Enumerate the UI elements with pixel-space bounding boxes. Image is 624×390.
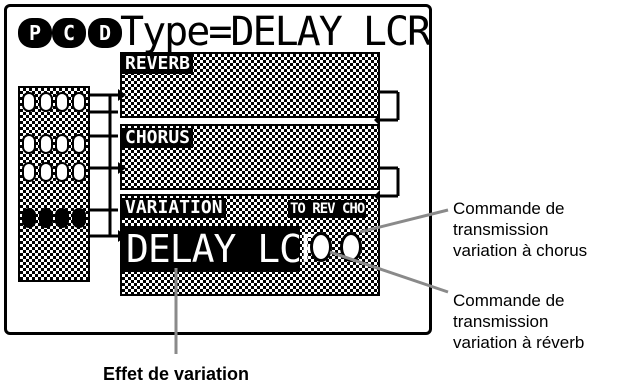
knob-icon[interactable] xyxy=(71,162,86,182)
knob-icon[interactable] xyxy=(71,92,86,112)
part-knob-panel xyxy=(18,86,90,282)
type-title: Type=DELAY LCR xyxy=(120,9,431,55)
knob-icon[interactable] xyxy=(55,162,70,182)
variation-type-value[interactable]: DELAY LCR xyxy=(122,226,324,272)
send-label: TO REV CHO xyxy=(288,200,367,218)
knob-icon[interactable] xyxy=(22,162,36,182)
callout-send-to-chorus: Commande de transmission variation à cho… xyxy=(453,198,587,261)
callout-line: Commande de xyxy=(453,199,565,218)
chorus-label: CHORUS xyxy=(122,128,194,148)
knob-icon[interactable] xyxy=(38,92,53,112)
knob-icon[interactable] xyxy=(22,92,36,112)
callout-line: variation à chorus xyxy=(453,241,588,260)
knob-icon[interactable] xyxy=(55,208,70,228)
knob-icon[interactable] xyxy=(38,134,53,154)
callout-variation-effect: Effet de variation xyxy=(102,364,250,384)
knob-icon[interactable] xyxy=(71,208,86,228)
send-to-reverb-knob[interactable] xyxy=(310,232,332,262)
callout-line: transmission xyxy=(453,220,549,239)
channel-icon[interactable]: C xyxy=(52,18,86,48)
knob-icon[interactable] xyxy=(55,92,70,112)
variation-label: VARIATION xyxy=(122,198,226,218)
callout-line: Commande de xyxy=(453,291,565,310)
knob-icon[interactable] xyxy=(55,134,70,154)
knob-icon[interactable] xyxy=(22,134,36,154)
knob-icon[interactable] xyxy=(71,134,86,154)
drum-icon[interactable]: D xyxy=(88,18,122,48)
reverb-label: REVERB xyxy=(122,54,194,74)
knob-icon[interactable] xyxy=(38,162,53,182)
knob-icon[interactable] xyxy=(38,208,53,228)
part-icon[interactable]: P xyxy=(18,18,52,48)
knob-row xyxy=(22,162,86,186)
callout-line: variation à réverb xyxy=(453,333,585,352)
knob-row xyxy=(22,134,86,158)
knob-row xyxy=(22,92,86,116)
knob-icon[interactable] xyxy=(22,208,36,228)
knob-row xyxy=(22,208,86,232)
callout-send-to-reverb: Commande de transmission variation à rév… xyxy=(453,290,584,353)
callout-line: transmission xyxy=(453,312,549,331)
